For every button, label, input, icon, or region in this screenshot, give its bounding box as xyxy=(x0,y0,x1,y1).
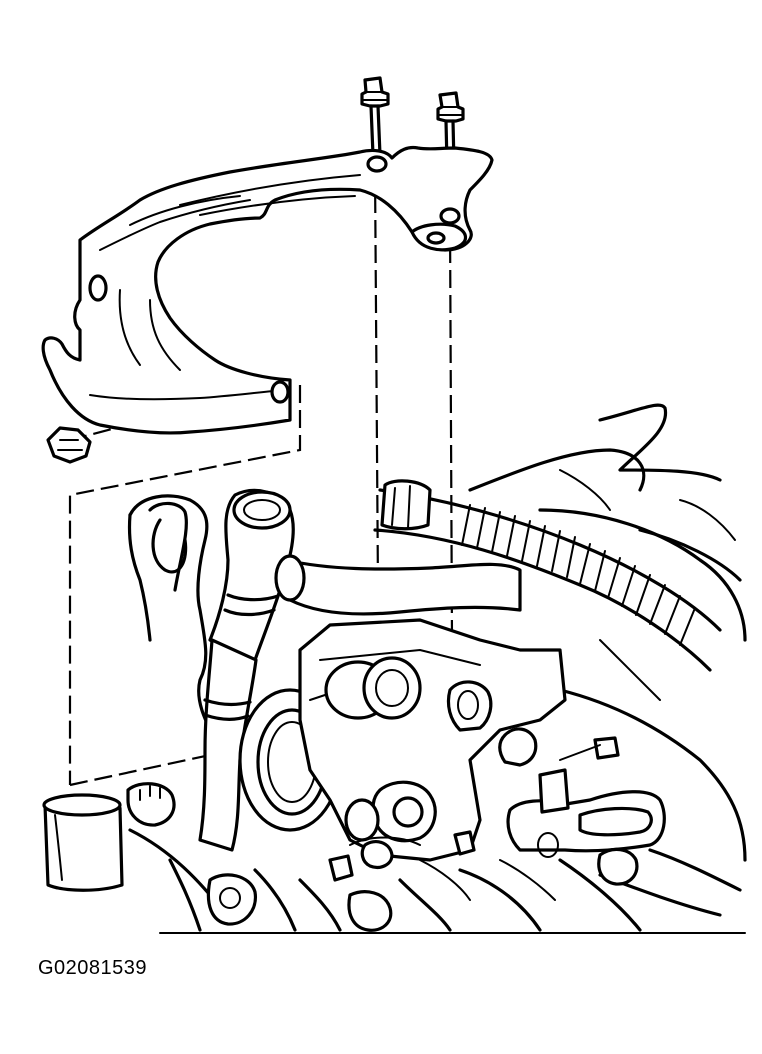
lower-engine-parts xyxy=(128,828,742,932)
bracket-bolt-left xyxy=(360,76,390,157)
vacuum-hose xyxy=(127,494,217,742)
wiring-harness-conduit xyxy=(373,479,722,672)
mounting-bracket xyxy=(41,145,494,435)
figure-caption: G02081539 xyxy=(38,957,148,979)
intake-tube xyxy=(42,782,176,892)
bracket-nut xyxy=(46,426,92,464)
engine-background xyxy=(468,403,747,862)
throttle-body xyxy=(198,488,666,882)
